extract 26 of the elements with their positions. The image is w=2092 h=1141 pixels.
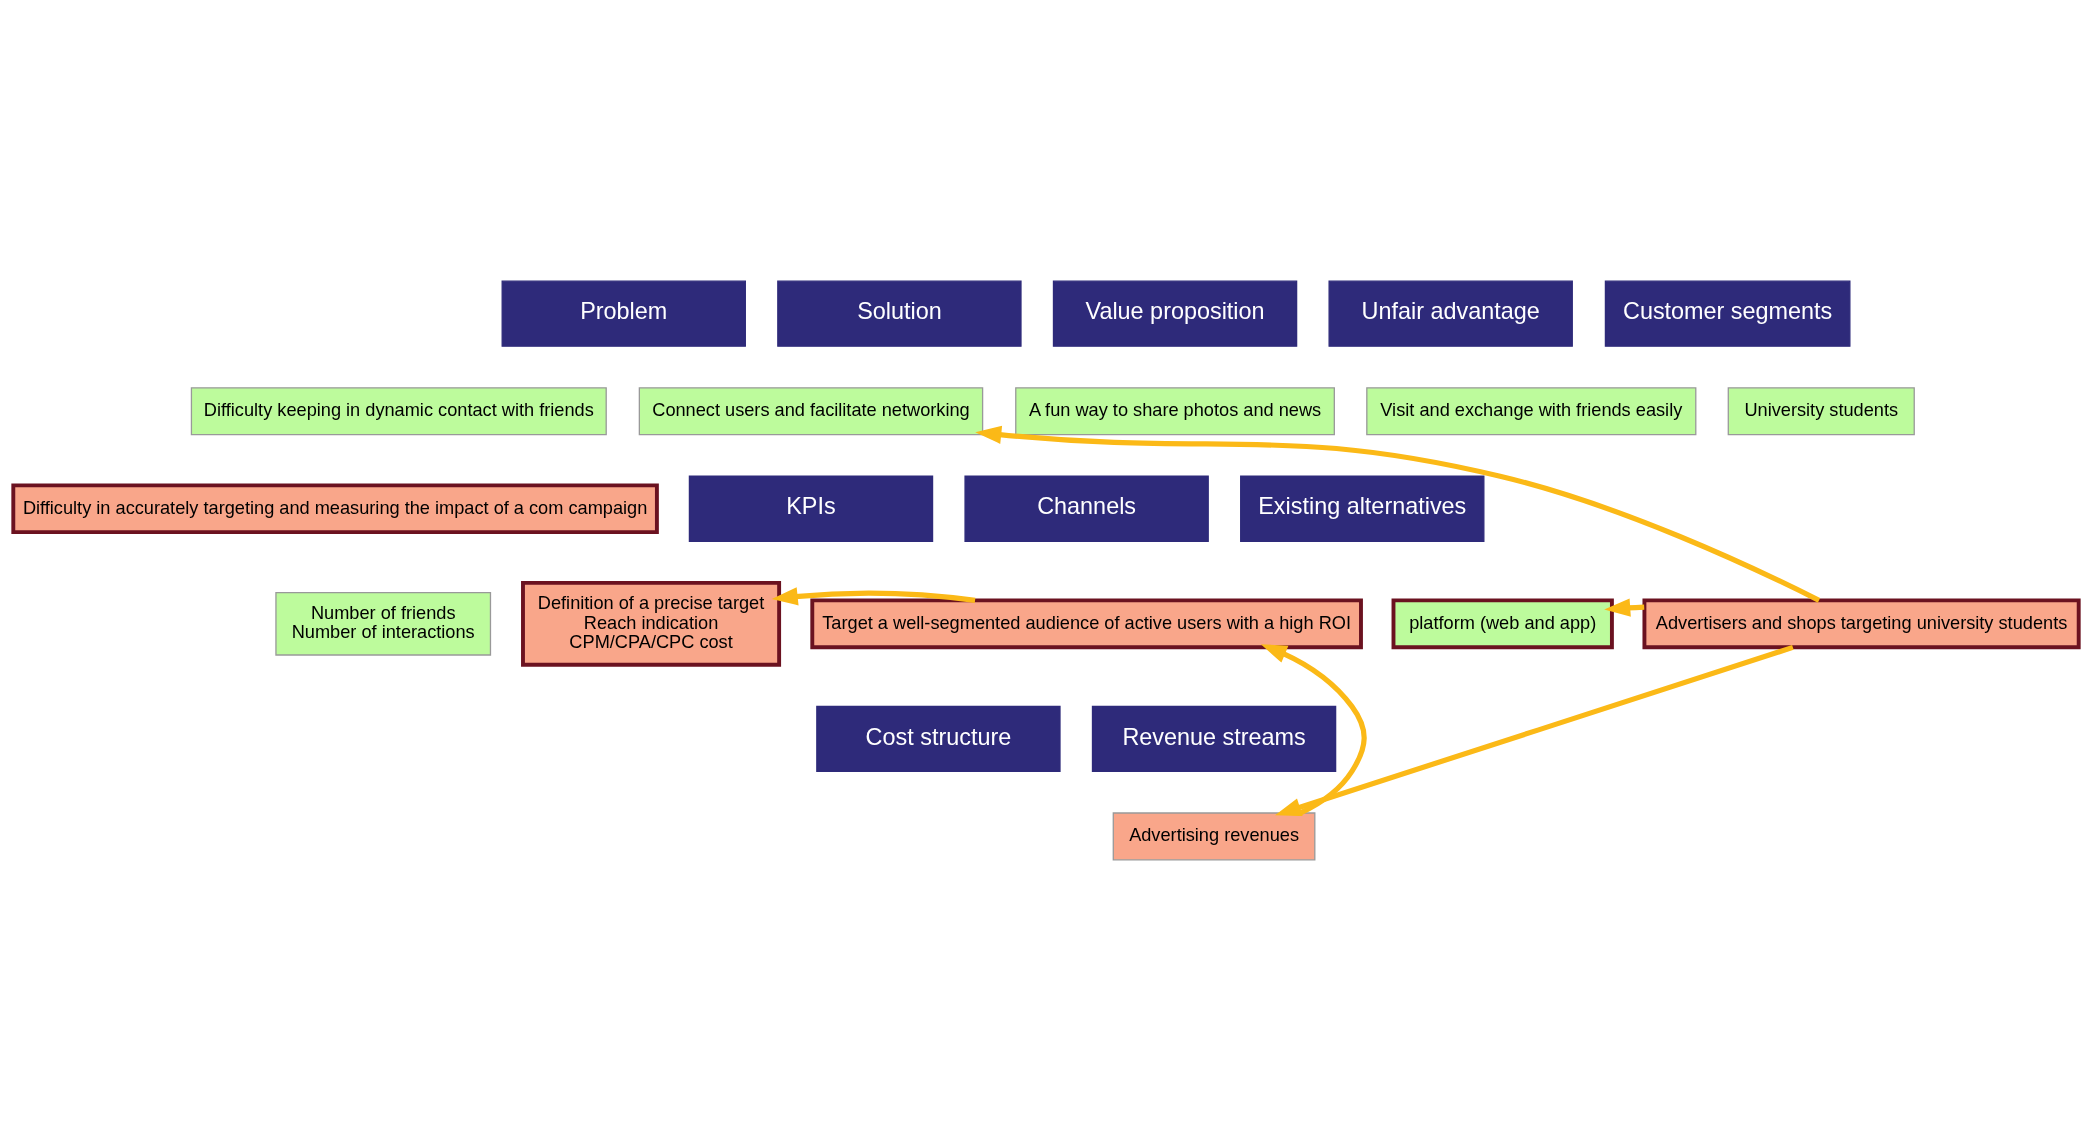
- node-box: Visit and exchange with friends easily: [1366, 387, 1697, 436]
- node-box: University students: [1727, 387, 1915, 436]
- node-box: Channels: [964, 475, 1209, 542]
- arrow: [1260, 644, 1367, 816]
- node-box: Advertising revenues: [1112, 812, 1316, 861]
- arrow: [1275, 644, 1794, 816]
- node-box: Target a well-segmented audience of active users with a high ROI: [810, 598, 1363, 650]
- node-box: Solution: [777, 280, 1022, 347]
- node-box: Difficulty keeping in dynamic contact with friends: [190, 387, 607, 436]
- node-box: Connect users and facilitate networking: [638, 387, 984, 436]
- node-box: Cost structure: [816, 705, 1061, 773]
- node-box: A fun way to share photos and news: [1015, 387, 1335, 436]
- node-box: Number of friends Number of interactions: [275, 591, 492, 656]
- node-box: Existing alternatives: [1240, 475, 1485, 542]
- node-box: Value proposition: [1052, 280, 1298, 347]
- node-box: platform (web and app): [1391, 598, 1614, 650]
- node-box: Customer segments: [1604, 280, 1851, 347]
- node-box: KPIs: [688, 475, 934, 542]
- arrow: [771, 587, 976, 606]
- node-box: Unfair advantage: [1328, 280, 1573, 347]
- node-box: Definition of a precise target Reach indication CPM/CPA/CPC cost: [521, 580, 782, 667]
- node-box: Revenue streams: [1091, 705, 1337, 773]
- arrow: [975, 425, 1821, 603]
- node-box: Problem: [501, 280, 746, 347]
- node-box: Advertisers and shops targeting university students: [1642, 598, 2081, 650]
- node-box: Difficulty in accurately targeting and measuring the impact of a com campaign: [11, 483, 659, 535]
